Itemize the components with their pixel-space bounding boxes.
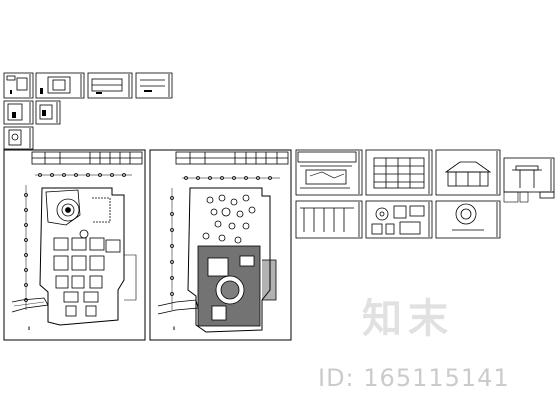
detail-sheet-6	[365, 200, 433, 239]
detail-sheet-3	[435, 149, 501, 196]
detail-sheet-2	[365, 149, 433, 196]
thumbnail-sheet-6	[35, 100, 61, 125]
thumbnail-sheet-7	[3, 126, 34, 150]
svg-text:Ⅱ: Ⅱ	[173, 326, 175, 332]
thumbnail-sheet-1	[3, 72, 34, 99]
site-plan-sheet-2: Ⅱ	[149, 149, 292, 341]
watermark-brand: 知末	[362, 296, 454, 342]
detail-sheet-1	[295, 149, 363, 196]
site-plan-sheet-1: Ⅱ	[3, 149, 146, 341]
detail-sheet-5	[295, 200, 363, 239]
svg-text:Ⅱ: Ⅱ	[28, 326, 30, 332]
thumbnail-sheet-4	[135, 72, 173, 99]
thumbnail-sheet-5	[3, 100, 34, 125]
detail-sheet-4	[503, 157, 555, 199]
thumbnail-sheet-2	[35, 72, 85, 99]
watermark-id: ID: 165115141	[318, 364, 510, 392]
thumbnail-sheet-3	[87, 72, 133, 99]
detail-sheet-7	[435, 200, 501, 239]
detail-sheet-8	[503, 191, 529, 203]
